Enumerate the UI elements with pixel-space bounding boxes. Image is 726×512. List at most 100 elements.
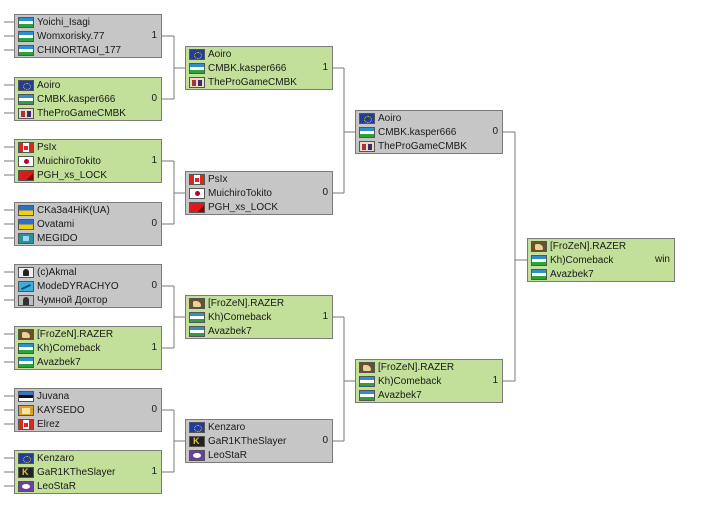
team-member: Kenzaro (15, 452, 151, 465)
flag-uzbekistan-icon (18, 17, 34, 28)
flag-ukraine-icon (18, 219, 34, 230)
team-member: PGH_xs_LOCK (186, 201, 322, 214)
gold-emblem-icon (18, 405, 34, 416)
team-member: Aoiro (15, 79, 151, 92)
match-round2-3[interactable]: [FroZeN].RAZER Kh)Comeback Avazbek7 1 (185, 295, 333, 339)
king-emblem-icon (18, 467, 34, 478)
flag-japan-icon (189, 188, 205, 199)
team-member: CMBK.kasper666 (356, 126, 492, 139)
flag-uzbekistan-icon (189, 326, 205, 337)
flag-uzbekistan-icon (359, 127, 375, 138)
team-member: Kh)Comeback (528, 254, 664, 267)
match-score: 0 (151, 218, 157, 229)
red-emblem-icon (18, 170, 34, 181)
team-member: [FroZeN].RAZER (356, 361, 492, 374)
team-member: Avazbek7 (528, 268, 664, 281)
team-member: MuichiroTokito (186, 187, 322, 200)
match-result: win (654, 254, 670, 265)
team-member: Чумной Доктор (15, 294, 151, 307)
match-score: 0 (151, 280, 157, 291)
match-score: 0 (151, 93, 157, 104)
team-member: TheProGameCMBK (186, 76, 322, 89)
clan-duo-icon (359, 141, 375, 152)
teal-emblem-icon (18, 233, 34, 244)
team-member: Avazbek7 (186, 325, 322, 338)
team-member: LeoStaR (186, 449, 322, 462)
team-member: ModeDYRACHYO (15, 280, 151, 293)
flag-uzbekistan-icon (18, 357, 34, 368)
team-member: CKa3a4HiK(UA) (15, 204, 151, 217)
match-round3-1[interactable]: Aoiro CMBK.kasper666 TheProGameCMBK 0 (355, 110, 503, 154)
team-member: TheProGameCMBK (356, 140, 492, 153)
flag-canada-icon (18, 419, 34, 430)
team-member: Aoiro (186, 48, 322, 61)
team-member: TheProGameCMBK (15, 107, 151, 120)
match-round1-1[interactable]: Yoichi_Isagi Womxorisky.77 CHINORTAGI_17… (14, 14, 162, 58)
flag-uzbekistan-icon (18, 343, 34, 354)
clan-duo-icon (18, 108, 34, 119)
match-score: 1 (322, 311, 328, 322)
match-round3-2[interactable]: [FroZeN].RAZER Kh)Comeback Avazbek7 1 (355, 359, 503, 403)
match-final[interactable]: [FroZeN].RAZER Kh)Comeback Avazbek7 win (527, 238, 675, 282)
team-member: PsIx (15, 141, 151, 154)
match-round1-2[interactable]: Aoiro CMBK.kasper666 TheProGameCMBK 0 (14, 77, 162, 121)
team-member: PsIx (186, 173, 322, 186)
match-score: 1 (492, 375, 498, 386)
match-round2-4[interactable]: Kenzaro GaR1KTheSlayer LeoStaR 0 (185, 419, 333, 463)
eye-emblem-icon (189, 450, 205, 461)
team-member: MEGIDO (15, 232, 151, 245)
match-round1-6[interactable]: [FroZeN].RAZER Kh)Comeback Avazbek7 1 (14, 326, 162, 370)
team-member: CMBK.kasper666 (15, 93, 151, 106)
match-score: 0 (151, 404, 157, 415)
flag-uzbekistan-icon (531, 269, 547, 280)
team-member: KAYSEDO (15, 404, 151, 417)
team-member: [FroZeN].RAZER (186, 297, 322, 310)
wolf-icon (359, 362, 375, 373)
match-round1-5[interactable]: (c)Akmal ModeDYRACHYO Чумной Доктор 0 (14, 264, 162, 308)
team-member: GaR1KTheSlayer (186, 435, 322, 448)
match-round1-8[interactable]: Kenzaro GaR1KTheSlayer LeoStaR 1 (14, 450, 162, 494)
team-member: LeoStaR (15, 480, 151, 493)
clan-duo-icon (189, 77, 205, 88)
plague-doctor-icon (18, 295, 34, 306)
flag-estonia-icon (18, 391, 34, 402)
match-round2-2[interactable]: PsIx MuichiroTokito PGH_xs_LOCK 0 (185, 171, 333, 215)
match-score: 0 (322, 187, 328, 198)
skull-icon (18, 267, 34, 278)
team-member: Aoiro (356, 112, 492, 125)
flag-uzbekistan-icon (359, 390, 375, 401)
match-score: 1 (151, 466, 157, 477)
cyan-emblem-icon (18, 281, 34, 292)
flag-uzbekistan-icon (189, 312, 205, 323)
flag-canada-icon (18, 142, 34, 153)
match-round1-4[interactable]: CKa3a4HiK(UA) Ovatami MEGIDO 0 (14, 202, 162, 246)
match-score: 1 (151, 155, 157, 166)
team-member: Kenzaro (186, 421, 322, 434)
match-score: 1 (151, 342, 157, 353)
team-member: [FroZeN].RAZER (528, 240, 664, 253)
match-score: 0 (322, 435, 328, 446)
team-member: MuichiroTokito (15, 155, 151, 168)
team-member: Juvana (15, 390, 151, 403)
red-emblem-icon (189, 202, 205, 213)
flag-uzbekistan-icon (189, 63, 205, 74)
king-emblem-icon (189, 436, 205, 447)
match-round1-3[interactable]: PsIx MuichiroTokito PGH_xs_LOCK 1 (14, 139, 162, 183)
team-member: Womxorisky.77 (15, 30, 151, 43)
team-member: Ovatami (15, 218, 151, 231)
flag-ukraine-icon (18, 205, 34, 216)
team-member: Kh)Comeback (186, 311, 322, 324)
flag-canada-icon (189, 174, 205, 185)
team-member: Kh)Comeback (356, 375, 492, 388)
wolf-icon (18, 329, 34, 340)
team-member: Kh)Comeback (15, 342, 151, 355)
flag-uzbekistan-icon (18, 45, 34, 56)
team-member: Yoichi_Isagi (15, 16, 151, 29)
match-score: 1 (151, 30, 157, 41)
team-member: Avazbek7 (356, 389, 492, 402)
flag-eu-icon (18, 80, 34, 91)
team-member: Avazbek7 (15, 356, 151, 369)
match-round1-7[interactable]: Juvana KAYSEDO Elrez 0 (14, 388, 162, 432)
team-member: CHINORTAGI_177 (15, 44, 151, 57)
match-round2-1[interactable]: Aoiro CMBK.kasper666 TheProGameCMBK 1 (185, 46, 333, 90)
